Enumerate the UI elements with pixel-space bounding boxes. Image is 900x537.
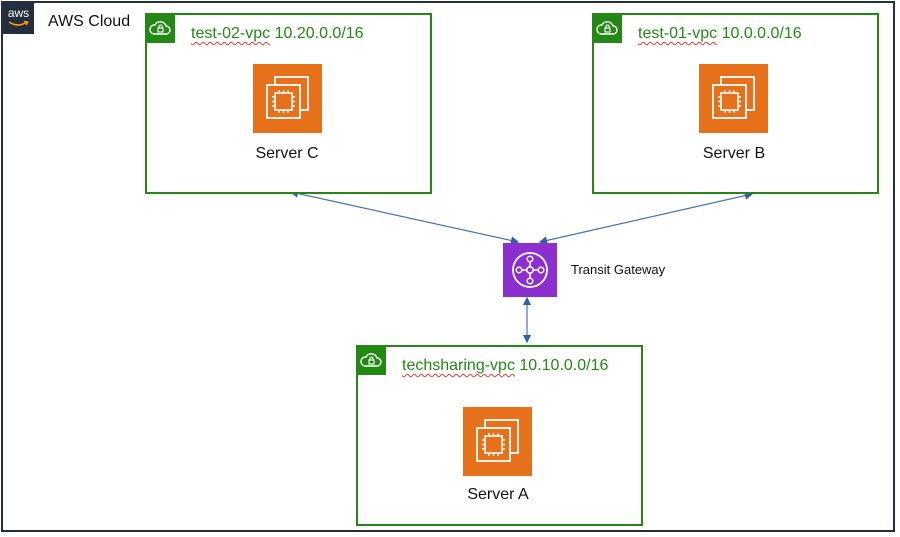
vpc-cidr: 10.20.0.0/16 bbox=[274, 25, 364, 42]
ec2-instance-icon bbox=[463, 407, 532, 476]
aws-logo-text: aws bbox=[7, 6, 30, 20]
aws-logo: aws bbox=[3, 3, 34, 34]
connector-server-b-to-gateway bbox=[538, 191, 754, 245]
vpc-cidr: 10.0.0.0/16 bbox=[721, 25, 802, 42]
vpc-techsharing: techsharing-vpc 10.10.0.0/16 Server A bbox=[356, 345, 643, 526]
transit-gateway-label: Transit Gateway bbox=[571, 262, 666, 277]
vpc-cloud-lock-icon bbox=[592, 13, 622, 43]
vpc-title: test-02-vpc 10.20.0.0/16 bbox=[191, 25, 364, 43]
connector-server-c-to-gateway bbox=[289, 189, 520, 245]
aws-smile-icon bbox=[8, 20, 29, 26]
transit-gateway-icon bbox=[503, 243, 557, 297]
vpc-cloud-lock-icon bbox=[145, 13, 175, 43]
vpc-title: test-01-vpc 10.0.0.0/16 bbox=[638, 25, 802, 43]
vpc-title: techsharing-vpc 10.10.0.0/16 bbox=[402, 357, 608, 375]
ec2-instance-icon bbox=[253, 64, 322, 133]
vpc-test-01: test-01-vpc 10.0.0.0/16 Server B bbox=[592, 13, 879, 194]
aws-cloud-label: AWS Cloud bbox=[48, 13, 131, 30]
vpc-test-02: test-02-vpc 10.20.0.0/16 Server C bbox=[145, 13, 432, 194]
server-label: Server B bbox=[702, 145, 766, 162]
server-label: Server A bbox=[467, 486, 529, 503]
vpc-cidr: 10.10.0.0/16 bbox=[519, 357, 609, 374]
vpc-name: test-02-vpc bbox=[191, 25, 271, 42]
ec2-instance-icon bbox=[699, 64, 768, 133]
server-label: Server C bbox=[255, 145, 319, 162]
vpc-name: test-01-vpc bbox=[638, 25, 718, 42]
vpc-cloud-lock-icon bbox=[356, 345, 386, 375]
vpc-name: techsharing-vpc bbox=[402, 357, 515, 374]
